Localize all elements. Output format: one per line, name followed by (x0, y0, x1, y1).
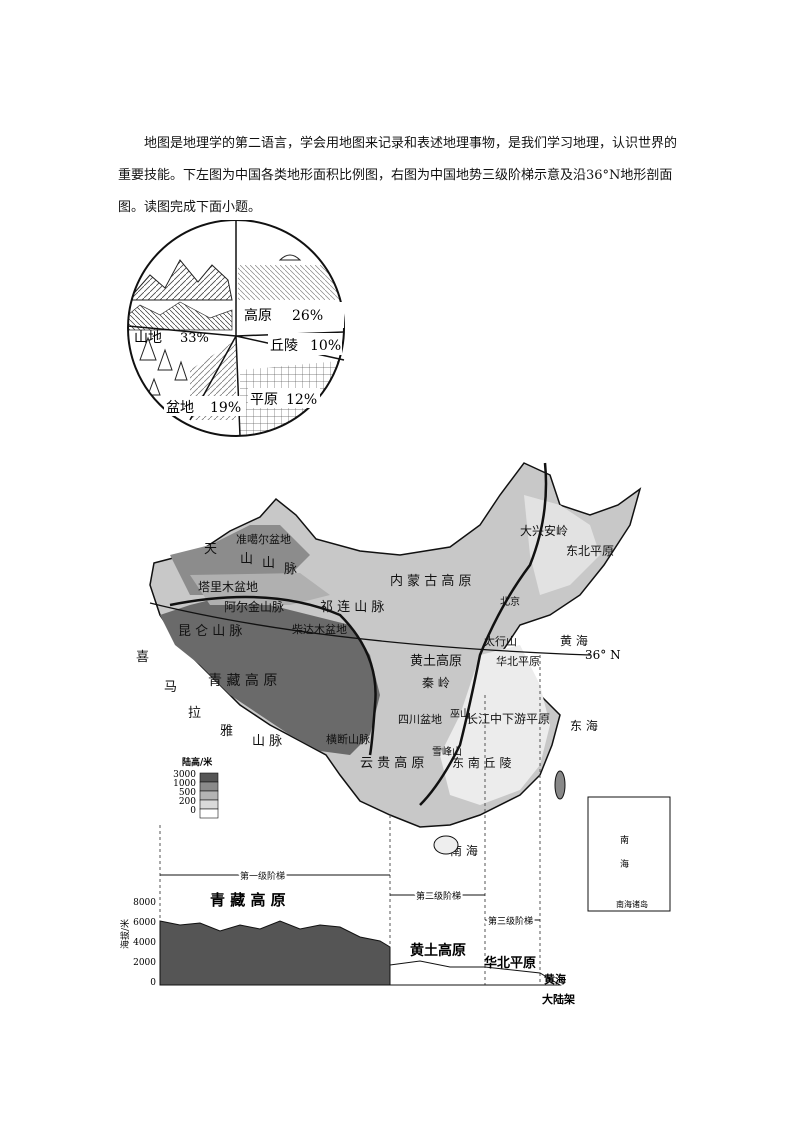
pie-label-plateau-pct: 26% (292, 308, 323, 324)
profile-step2: 第二级阶梯 (416, 890, 461, 902)
profile-huanghai: 黄海 (544, 972, 566, 986)
legend-tick-3: 200 (179, 797, 196, 807)
label-kunlun: 昆 仑 山 脉 (178, 624, 242, 639)
tree-sketch (139, 336, 188, 396)
profile-step3: 第三级阶梯 (488, 915, 533, 927)
china-terrain-map: 36° N 天 山 山 脉 准噶尔盆地 塔里木盆地 阿尔金山脉 祁 连 山 脉 … (120, 462, 671, 1006)
label-dongbei: 东北平原 (566, 544, 614, 558)
label-altun: 阿尔金山脉 (224, 599, 284, 614)
label-shan1: 山 (240, 552, 253, 567)
label-huang-sea: 黄 海 (560, 633, 588, 648)
label-himalaya-tail: 山 脉 (252, 734, 282, 749)
label-dongnan: 东 南 丘 陵 (452, 755, 511, 770)
legend-swatch-3 (199, 799, 219, 810)
label-ya: 雅 (220, 724, 233, 739)
label-huangtu: 黄土高原 (410, 653, 462, 669)
profile-step1: 第一级阶梯 (240, 870, 285, 882)
label-changjiang: 长江中下游平原 (466, 711, 550, 726)
legend-tick-4: 0 (190, 806, 196, 816)
inset-label: 南海诸岛 (616, 899, 648, 909)
step-boundary-2 (419, 462, 548, 806)
legend-title: 陆高/米 (182, 756, 213, 768)
terrain-area-pie: 高原 26% 山地 33% 丘陵 10% 平原 12% 盆地 19% (127, 220, 345, 437)
legend-tick-1: 1000 (173, 779, 196, 789)
label-shan2: 山 (262, 556, 275, 571)
profile-terrain (159, 920, 391, 986)
label-sichuan: 四川盆地 (398, 712, 442, 726)
profile-section: 第一级阶梯 第二级阶梯 第三级阶梯 青 藏 高 原 黄土高原 华北平原 黄海 大… (120, 655, 575, 1006)
legend-swatch-1 (199, 781, 219, 792)
hainan-island (433, 835, 459, 855)
step-boundary-1 (169, 595, 377, 756)
mountain-sketch (128, 259, 233, 301)
label-qaidam: 柴达木盆地 (292, 622, 347, 636)
pie-label-hill-pct: 10% (310, 338, 341, 354)
label-hengduan: 横断山脉 (326, 732, 370, 746)
pie-label-mountain-pct: 33% (180, 331, 209, 346)
profile-ytick-3: 2000 (133, 958, 156, 968)
label-la: 拉 (188, 706, 201, 721)
label-mai1: 脉 (284, 562, 297, 577)
label-wushan: 巫山 (450, 708, 470, 720)
label-xuefeng: 雪峰山 (432, 746, 462, 758)
legend-tick-0: 3000 (173, 770, 196, 780)
label-yungui: 云 贵 高 原 (360, 755, 424, 771)
legend-swatch-4 (199, 808, 219, 819)
profile-dalujia: 大陆架 (542, 992, 575, 1006)
label-tarim: 塔里木盆地 (198, 580, 258, 594)
pie-label-mountain-name: 山地 (134, 330, 162, 346)
profile-huangtu: 黄土高原 (410, 942, 466, 959)
intro-text: 地图是地理学的第二语言，学会用地图来记录和表述地理事物，是我们学习地理，认识世界… (118, 128, 678, 224)
profile-ytick-2: 4000 (133, 938, 156, 948)
pie-label-basin-name: 盆地 (166, 400, 194, 416)
label-xi: 喜 (136, 650, 149, 665)
profile-qingzang: 青 藏 高 原 (210, 891, 286, 909)
pie-label-plain-pct: 12% (286, 392, 317, 408)
inset-nan: 南 (620, 834, 629, 846)
label-daxinganling: 大兴安岭 (520, 523, 568, 538)
label-qinling: 秦 岭 (422, 676, 450, 690)
label-beijing: 北京 (500, 595, 520, 608)
legend-swatch-0 (199, 772, 219, 783)
profile-ylabel: 海拔/米 (120, 919, 131, 949)
profile-ytick-4: 0 (150, 978, 156, 988)
lat-label: 36° N (585, 648, 621, 662)
pie-label-basin-pct: 19% (210, 400, 241, 416)
latitude-36n-line (149, 602, 591, 656)
pie-label-plain-name: 平原 (250, 392, 278, 408)
inset-hai: 海 (620, 858, 629, 870)
profile-ytick-0: 8000 (133, 898, 156, 908)
nanhai-inset (587, 796, 671, 912)
profile-huabei: 华北平原 (484, 955, 536, 971)
label-junggar: 准噶尔盆地 (236, 532, 291, 546)
label-ma: 马 (164, 680, 177, 695)
label-neimenggu: 内 蒙 古 高 原 (390, 573, 472, 589)
east-lowland-shade (440, 645, 550, 805)
label-qilian: 祁 连 山 脉 (320, 599, 384, 615)
profile-ytick-1: 6000 (133, 918, 156, 928)
pie-label-plateau-name: 高原 (244, 307, 272, 324)
label-dong-sea: 东 海 (570, 718, 598, 733)
label-huabei: 华北平原 (496, 654, 540, 668)
legend-swatch-2 (199, 790, 219, 801)
label-tian: 天 (204, 542, 217, 557)
legend-tick-2: 500 (179, 788, 196, 798)
pie-label-hill-name: 丘陵 (270, 338, 298, 354)
intro-paragraph: 地图是地理学的第二语言，学会用地图来记录和表述地理事物，是我们学习地理，认识世界… (118, 136, 678, 215)
taiwan-island (554, 770, 566, 800)
label-qingzang: 青 藏 高 原 (208, 672, 277, 689)
label-taihang: 太行山 (484, 635, 517, 648)
pie-illustrations (128, 254, 344, 436)
